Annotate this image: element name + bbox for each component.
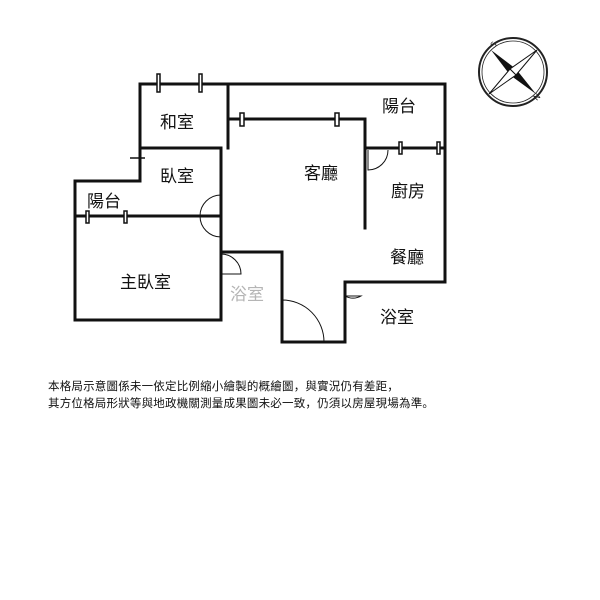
disclaimer-line-1: 本格局示意圖係未一依定比例縮小繪製的概繪圖，與實況仍有差距， [48, 379, 399, 393]
label-japanese-room: 和室 [160, 113, 194, 133]
label-balcony-top: 陽台 [382, 97, 416, 117]
label-bathroom-center: 浴室 [230, 285, 264, 305]
disclaimer-text: 本格局示意圖係未一依定比例縮小繪製的概繪圖，與實況仍有差距， 其方位格局形狀等與… [48, 378, 568, 412]
doors [199, 149, 389, 343]
window-marks [85, 73, 441, 224]
label-master-bedroom: 主臥室 [120, 273, 171, 293]
compass-icon: S N [478, 37, 548, 107]
compass-south-label: S [489, 40, 499, 50]
compass-north-label: N [532, 92, 543, 103]
room-labels: 和室 陽台 臥室 客廳 廚房 陽台 餐廳 主臥室 浴室 浴室 [87, 97, 425, 328]
label-bedroom: 臥室 [160, 167, 194, 187]
label-kitchen: 廚房 [391, 181, 425, 202]
label-balcony-left: 陽台 [87, 192, 121, 212]
disclaimer-line-2: 其方位格局形狀等與地政機關測量成果圖未必一致，仍須以房屋現場為準。 [48, 396, 435, 410]
label-living-room: 客廳 [304, 164, 338, 184]
label-bathroom-right: 浴室 [380, 308, 414, 328]
label-dining-room: 餐廳 [390, 248, 424, 268]
